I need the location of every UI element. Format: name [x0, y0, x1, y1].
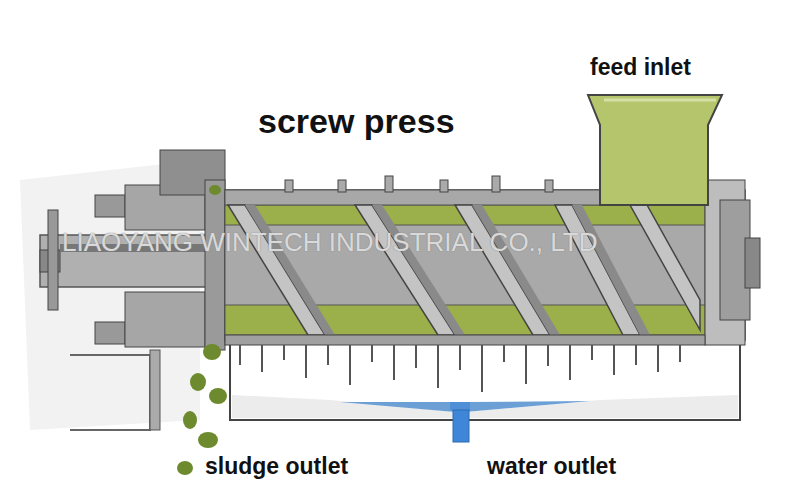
- top-ribs: [285, 176, 553, 192]
- screen-drum: [225, 205, 705, 335]
- shaft-stub: [745, 238, 760, 288]
- feed-hopper: [588, 95, 722, 205]
- housing: [225, 190, 745, 340]
- handwheel: [48, 210, 58, 310]
- bolt-box: [95, 195, 125, 217]
- hopper-highlight: [604, 99, 716, 102]
- part-label: feed inlet: [590, 55, 691, 80]
- part-label: sludge outlet: [205, 454, 348, 479]
- watermark: LIAOYANG WINTECH INDUSTRIAL CO., LTD: [62, 228, 597, 257]
- filtrate-drips: [240, 345, 680, 392]
- part-label: water outlet: [487, 454, 616, 479]
- gear-box: [160, 150, 225, 195]
- screen-bottom: [225, 335, 705, 345]
- end-plate: [205, 180, 225, 350]
- flight-shadows: [245, 205, 650, 335]
- support-leg: [150, 350, 160, 430]
- bolt-box: [95, 322, 125, 344]
- screw-flights: [228, 205, 700, 335]
- drip-trough: [230, 345, 740, 420]
- water-pool: [450, 402, 470, 410]
- support-frame: [70, 355, 150, 430]
- water-outlet-pipe: [453, 410, 469, 442]
- diagram-title: screw press: [258, 103, 455, 140]
- bearing-housing: [125, 292, 205, 347]
- trough-floor: [232, 395, 738, 418]
